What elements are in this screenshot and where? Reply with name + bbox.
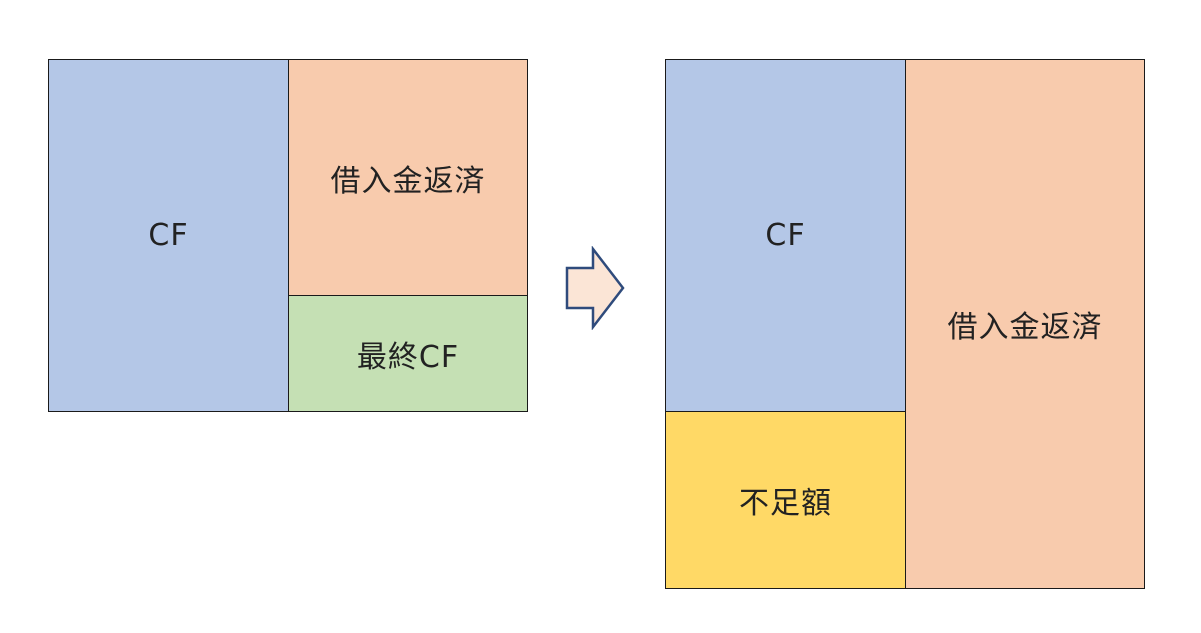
right-loan-repayment-block: 借入金返済 — [905, 59, 1145, 589]
right-cf-label: CF — [765, 218, 806, 253]
right-cf-block: CF — [665, 59, 906, 412]
right-shortfall-block: 不足額 — [665, 411, 906, 589]
left-loan-repayment-block: 借入金返済 — [288, 59, 528, 296]
right-arrow-icon — [565, 246, 625, 330]
left-final-cf-block: 最終CF — [288, 295, 528, 412]
left-cf-block: CF — [48, 59, 289, 412]
right-loan-repayment-label: 借入金返済 — [947, 310, 1103, 345]
left-final-cf-label: 最終CF — [356, 339, 460, 375]
left-cf-label: CF — [148, 218, 189, 253]
left-loan-repayment-label: 借入金返済 — [330, 163, 486, 199]
right-shortfall-label: 不足額 — [739, 486, 832, 521]
